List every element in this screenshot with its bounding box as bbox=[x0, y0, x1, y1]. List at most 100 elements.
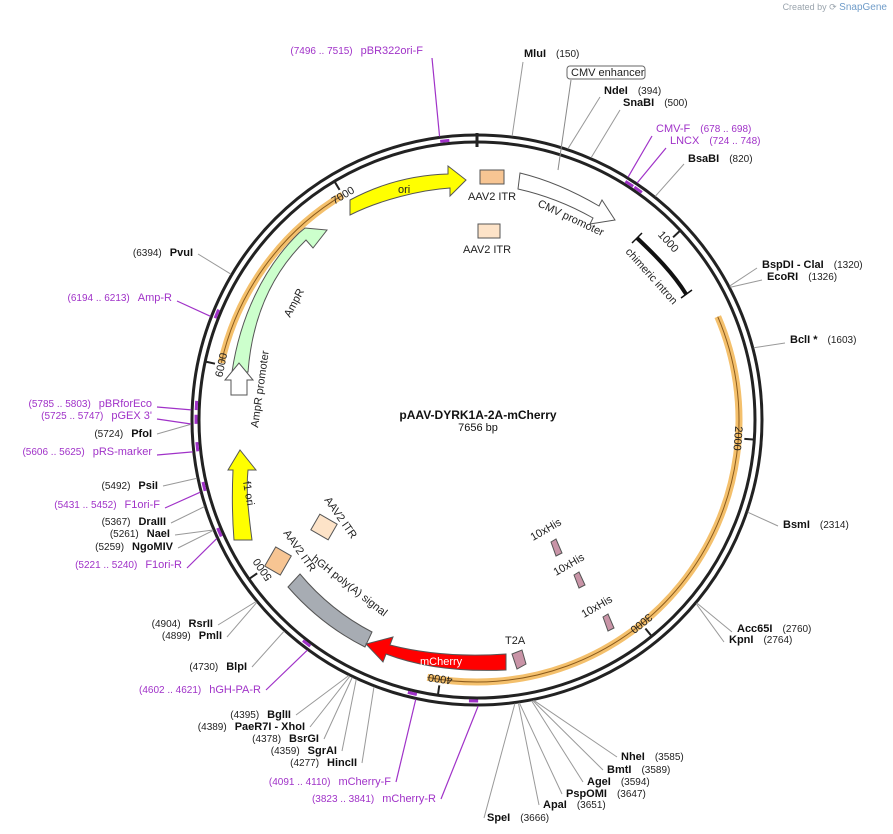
primer-mark bbox=[195, 441, 200, 452]
primer-range: (5725 .. 5747) bbox=[41, 411, 103, 422]
primer-leader bbox=[164, 491, 201, 509]
aav2-itr-bot-a[interactable] bbox=[310, 513, 338, 541]
primer-leader bbox=[395, 699, 417, 783]
f1-ori-feature[interactable] bbox=[227, 449, 258, 541]
enzyme-site-position: (394) bbox=[638, 86, 661, 97]
his-feature-1[interactable] bbox=[550, 538, 563, 557]
ori-feature[interactable] bbox=[349, 164, 467, 216]
enzyme-site-position: (2760) bbox=[782, 624, 811, 635]
primer-label: pBRforEco bbox=[99, 398, 152, 410]
cmv-enhancer-box[interactable] bbox=[566, 65, 646, 80]
enzyme-site-position: (3585) bbox=[655, 752, 684, 763]
primer-leader bbox=[186, 538, 218, 569]
enzyme-site-label: SgrAI bbox=[308, 745, 337, 757]
primer-range: (724 .. 748) bbox=[709, 136, 760, 147]
leader-line bbox=[217, 601, 257, 626]
mcherry-feature[interactable] bbox=[365, 636, 507, 671]
primer-label: LNCX bbox=[670, 135, 700, 147]
hgh-polya-feature[interactable] bbox=[287, 573, 373, 648]
primer-mark bbox=[440, 138, 450, 143]
leader-line bbox=[654, 163, 685, 197]
enzyme-site-label: Acc65I bbox=[737, 623, 772, 635]
feature-layer: ori AmpR AmpR promoter f1 ori AAV2 ITR A… bbox=[223, 65, 693, 671]
leader-line bbox=[729, 267, 758, 287]
his-label-1: 10xHis bbox=[529, 516, 565, 543]
enzyme-site-label: KpnI bbox=[729, 634, 753, 646]
primer-label: CMV-F bbox=[656, 123, 691, 135]
enzyme-site-position: (3666) bbox=[520, 813, 549, 824]
enzyme-site-position: (2764) bbox=[763, 635, 792, 646]
leader-line bbox=[341, 679, 357, 752]
aav2-itr-bot-b[interactable] bbox=[264, 546, 292, 576]
primer-range: (4091 .. 4110) bbox=[269, 777, 331, 788]
primer-range: (678 .. 698) bbox=[700, 124, 751, 135]
snapgene-credit: Created by ⟳ SnapGene bbox=[783, 2, 887, 13]
enzyme-site-label: BclI * bbox=[790, 334, 818, 346]
scale-tick bbox=[672, 230, 681, 239]
aav2-itr-bot-b-label: AAV2 ITR bbox=[281, 528, 318, 574]
label-layer: MluI(150)NdeI(394)SnaBI(500)BsaBI(820)Bs… bbox=[22, 45, 862, 824]
enzyme-site-position: (1320) bbox=[834, 260, 863, 271]
t2a-label: T2A bbox=[505, 635, 526, 647]
enzyme-site-position: (4730) bbox=[189, 662, 218, 673]
primer-label: mCherry-F bbox=[338, 776, 391, 788]
leader-line bbox=[695, 603, 725, 643]
his-label-3: 10xHis bbox=[580, 593, 616, 620]
enzyme-site-label: BsmI bbox=[783, 519, 810, 531]
enzyme-site-label: BglII bbox=[267, 709, 291, 721]
leader-line bbox=[177, 529, 214, 549]
enzyme-site-position: (1603) bbox=[828, 335, 857, 346]
leader-line bbox=[295, 675, 349, 716]
scale-tick bbox=[744, 437, 754, 441]
aav2-itr-top-a[interactable] bbox=[479, 169, 505, 185]
leader-line bbox=[309, 675, 351, 728]
enzyme-site-label: AgeI bbox=[587, 776, 611, 788]
chimeric-intron-feature[interactable] bbox=[635, 236, 688, 296]
leader-line bbox=[511, 61, 524, 137]
t2a-feature[interactable] bbox=[511, 649, 527, 670]
cmv-promoter-feature[interactable] bbox=[517, 172, 616, 225]
leader-line bbox=[533, 699, 618, 758]
his-feature-2[interactable] bbox=[573, 571, 586, 589]
leader-line bbox=[156, 423, 192, 435]
primer-leader bbox=[636, 147, 667, 184]
insert-arc-left-line bbox=[220, 194, 343, 363]
leader-line bbox=[170, 506, 205, 524]
insert-region bbox=[217, 192, 743, 686]
enzyme-site-position: (4904) bbox=[152, 619, 181, 630]
primer-label: F1ori-F bbox=[125, 499, 161, 511]
enzyme-site-position: (1326) bbox=[808, 272, 837, 283]
ampr-label: AmpR bbox=[282, 287, 307, 320]
leader-line bbox=[730, 279, 763, 288]
cmv-enhancer-leader bbox=[557, 79, 572, 171]
his-feature-3[interactable] bbox=[602, 613, 615, 632]
aav2-itr-top-b-label: AAV2 ITR bbox=[463, 244, 511, 256]
aav2-itr-top-b[interactable] bbox=[477, 223, 501, 239]
enzyme-site-position: (150) bbox=[556, 49, 579, 60]
ampr-feature[interactable] bbox=[231, 227, 328, 373]
enzyme-site-position: (5492) bbox=[102, 481, 131, 492]
primer-range: (5785 .. 5803) bbox=[29, 399, 91, 410]
ampr-promoter-feature[interactable] bbox=[223, 362, 255, 396]
enzyme-site-position: (3594) bbox=[621, 777, 650, 788]
enzyme-site-position: (3647) bbox=[617, 789, 646, 800]
primer-mark bbox=[302, 639, 312, 648]
enzyme-site-position: (4395) bbox=[230, 710, 259, 721]
scale-tick bbox=[249, 572, 258, 580]
leader-line bbox=[174, 529, 214, 536]
scale-tick bbox=[205, 360, 216, 365]
primer-mark bbox=[216, 527, 223, 538]
primer-leader bbox=[431, 57, 441, 137]
primer-range: (5606 .. 5625) bbox=[22, 447, 84, 458]
primer-leader bbox=[156, 418, 192, 425]
intron-end-tick bbox=[680, 289, 693, 299]
plasmid-name: pAAV-DYRK1A-2A-mCherry bbox=[399, 408, 556, 422]
enzyme-site-label: BsrGI bbox=[289, 733, 319, 745]
enzyme-site-label: PmlI bbox=[199, 630, 222, 642]
leader-line bbox=[531, 700, 584, 783]
primer-mark bbox=[201, 481, 207, 492]
enzyme-site-label: HincII bbox=[327, 757, 357, 769]
enzyme-site-position: (820) bbox=[729, 154, 752, 165]
primer-leader bbox=[265, 649, 308, 691]
